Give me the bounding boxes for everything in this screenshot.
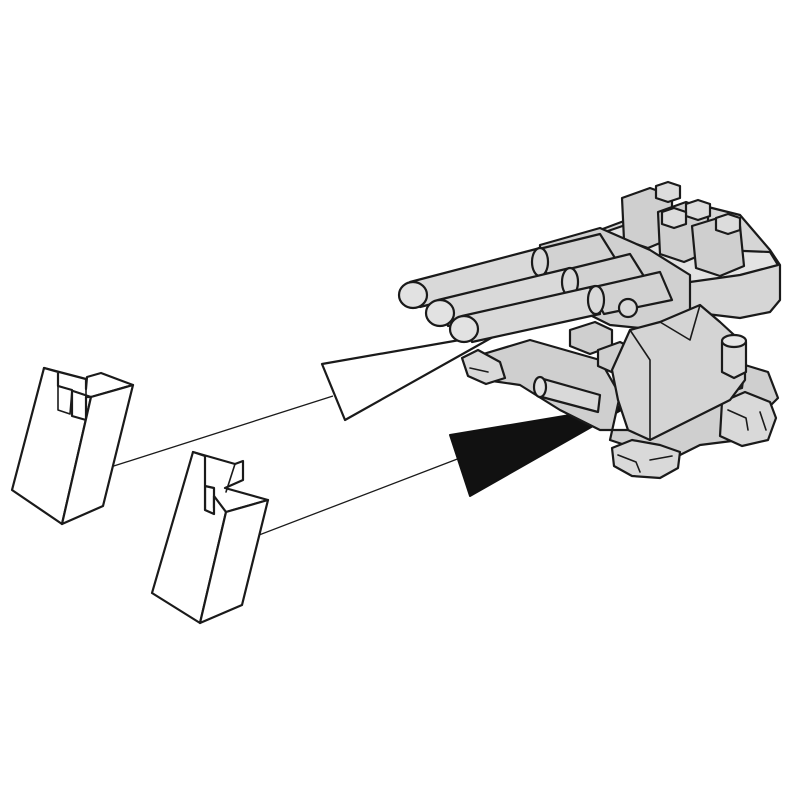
- barrel-top-muzzle: [397, 280, 429, 310]
- turret-front-foot: [610, 438, 682, 480]
- turret-foot-details: [469, 367, 767, 473]
- block-a-slot: [57, 385, 73, 415]
- slotted-block-b: [150, 450, 270, 625]
- turret-top-nub-3: [714, 212, 742, 236]
- barrel-top-collar: [530, 246, 550, 278]
- leader-line-block-a: [94, 395, 334, 473]
- turret-shield-edge: [629, 304, 701, 441]
- turret-right-post-cap: [720, 333, 748, 349]
- slotted-block-a: [10, 366, 135, 526]
- block-b-slot-edge: [225, 463, 236, 493]
- gun-barrels: [397, 232, 674, 344]
- open-arrow: [320, 331, 502, 422]
- turret-connector-end: [532, 375, 548, 399]
- gun-turret: [397, 180, 782, 480]
- solid-arrow: [449, 404, 631, 497]
- block-b-right-face: [198, 498, 270, 625]
- barrel-bottom-muzzle: [448, 314, 480, 344]
- barrel-bottom-collar: [586, 284, 606, 316]
- turret-right-foot: [718, 390, 778, 448]
- barrel-middle-muzzle: [424, 298, 456, 328]
- turret-top-nub-1: [654, 180, 682, 204]
- turret-base: [468, 338, 780, 457]
- block-a-right-face: [60, 383, 135, 526]
- turret-left-foot: [460, 348, 507, 386]
- turret-top-nub-2: [684, 198, 712, 222]
- turret-top-nub-4: [660, 206, 688, 230]
- turret-pivot: [617, 297, 639, 319]
- leader-lines: [94, 395, 461, 551]
- block-b-slot: [204, 485, 215, 515]
